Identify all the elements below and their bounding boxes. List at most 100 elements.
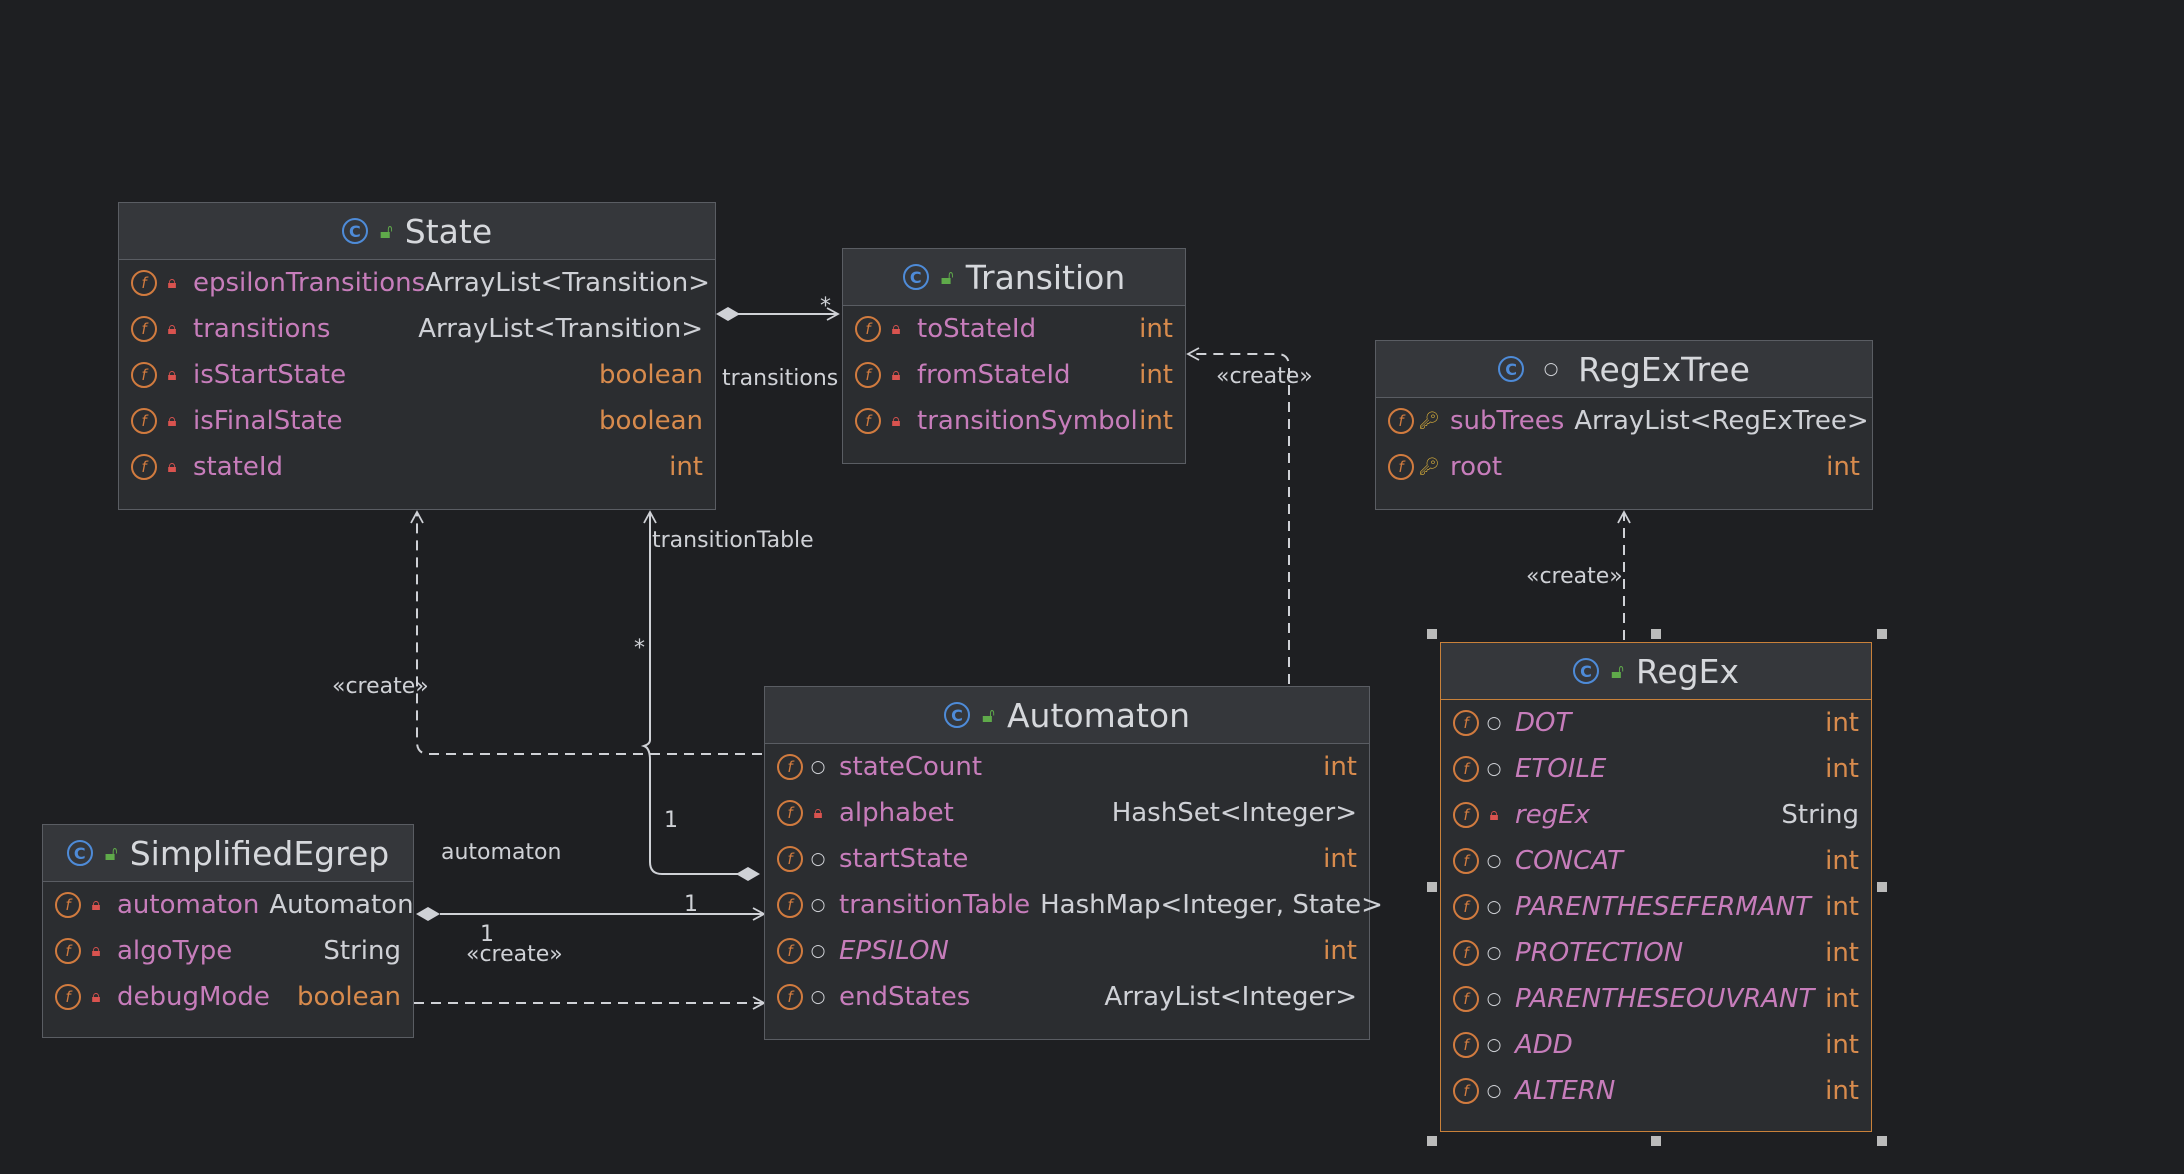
field-type: int <box>1825 938 1859 968</box>
resize-handle[interactable] <box>1427 1136 1437 1146</box>
class-name: Transition <box>965 257 1126 297</box>
open-lock-icon: 🔓︎ <box>379 219 393 243</box>
lock-icon: 🔒︎ <box>813 803 823 823</box>
field-name: debugMode <box>117 982 270 1012</box>
field-icon: f <box>1453 1078 1479 1104</box>
field-name: ALTERN <box>1515 1076 1616 1106</box>
field-icon: f <box>1453 986 1479 1012</box>
field-name: epsilonTransitions <box>193 268 426 298</box>
lock-icon: 🔒︎ <box>91 987 101 1007</box>
resize-handle[interactable] <box>1877 882 1887 892</box>
class-icon: C <box>902 264 929 290</box>
open-lock-icon: 🔓︎ <box>1610 659 1624 683</box>
lock-icon: 🔒︎ <box>91 941 101 961</box>
label-mult-many-transitions: * <box>820 294 831 319</box>
class-header: C 🔓︎ Transition <box>843 249 1185 306</box>
lock-icon: 🔒︎ <box>167 365 177 385</box>
field-icon: f <box>55 938 81 964</box>
field-name: transitionTable <box>839 890 1031 920</box>
circle-icon: ○ <box>810 849 826 869</box>
diamond-state-transition <box>716 307 740 321</box>
class-icon: C <box>66 840 93 866</box>
field-icon: f <box>1453 756 1479 782</box>
open-lock-icon: 🔓︎ <box>940 265 954 289</box>
lock-icon: 🔒︎ <box>167 457 177 477</box>
edge-automaton-state-create <box>410 510 762 755</box>
open-lock-icon: 🔓︎ <box>104 841 118 865</box>
resize-handle[interactable] <box>1651 629 1661 639</box>
field-icon: f <box>1388 408 1414 434</box>
field-name: alphabet <box>839 798 954 828</box>
field-name: PARENTHESEFERMANT <box>1515 892 1811 922</box>
field-name: stateId <box>193 452 284 482</box>
label-create-state: «create» <box>332 674 429 699</box>
class-header: C 🔓︎ RegEx <box>1441 643 1871 700</box>
resize-handle[interactable] <box>1877 1136 1887 1146</box>
resize-handle[interactable] <box>1427 629 1437 639</box>
field-icon: f <box>855 362 881 388</box>
field-icon: f <box>131 362 157 388</box>
circle-icon: ○ <box>1486 851 1502 871</box>
class-name: RegExTree <box>1578 349 1750 389</box>
edge-automaton-transition-create <box>1186 347 1290 684</box>
resize-handle[interactable] <box>1427 882 1437 892</box>
field-name: PARENTHESEOUVRANT <box>1515 984 1815 1014</box>
field-type: Automaton <box>269 890 414 920</box>
field-type: ArrayList<Integer> <box>1104 982 1357 1012</box>
label-transitions: transitions <box>722 366 839 391</box>
label-automaton: automaton <box>441 840 562 865</box>
label-mult-one-table: 1 <box>664 808 678 833</box>
field-type: int <box>1139 360 1173 390</box>
field-icon: f <box>855 408 881 434</box>
class-name: RegEx <box>1635 651 1740 691</box>
resize-handle[interactable] <box>1651 1136 1661 1146</box>
field-name: root <box>1450 452 1503 482</box>
field-icon: f <box>777 754 803 780</box>
field-name: automaton <box>117 890 260 920</box>
resize-handle[interactable] <box>1877 629 1887 639</box>
circle-icon: ○ <box>1486 759 1502 779</box>
open-lock-icon: 🔓︎ <box>982 703 995 727</box>
field-icon: f <box>777 984 803 1010</box>
class-simplifiedegrep[interactable]: C 🔓︎ SimplifiedEgrep f 🔒︎ automaton Automat… <box>42 824 414 1038</box>
lock-icon: 🔒︎ <box>891 319 901 339</box>
class-header: C 🔓︎ SimplifiedEgrep <box>43 825 413 882</box>
circle-icon: ○ <box>1486 1081 1502 1101</box>
field-icon: f <box>777 800 803 826</box>
field-icon: f <box>131 270 157 296</box>
field-type: int <box>669 452 703 482</box>
